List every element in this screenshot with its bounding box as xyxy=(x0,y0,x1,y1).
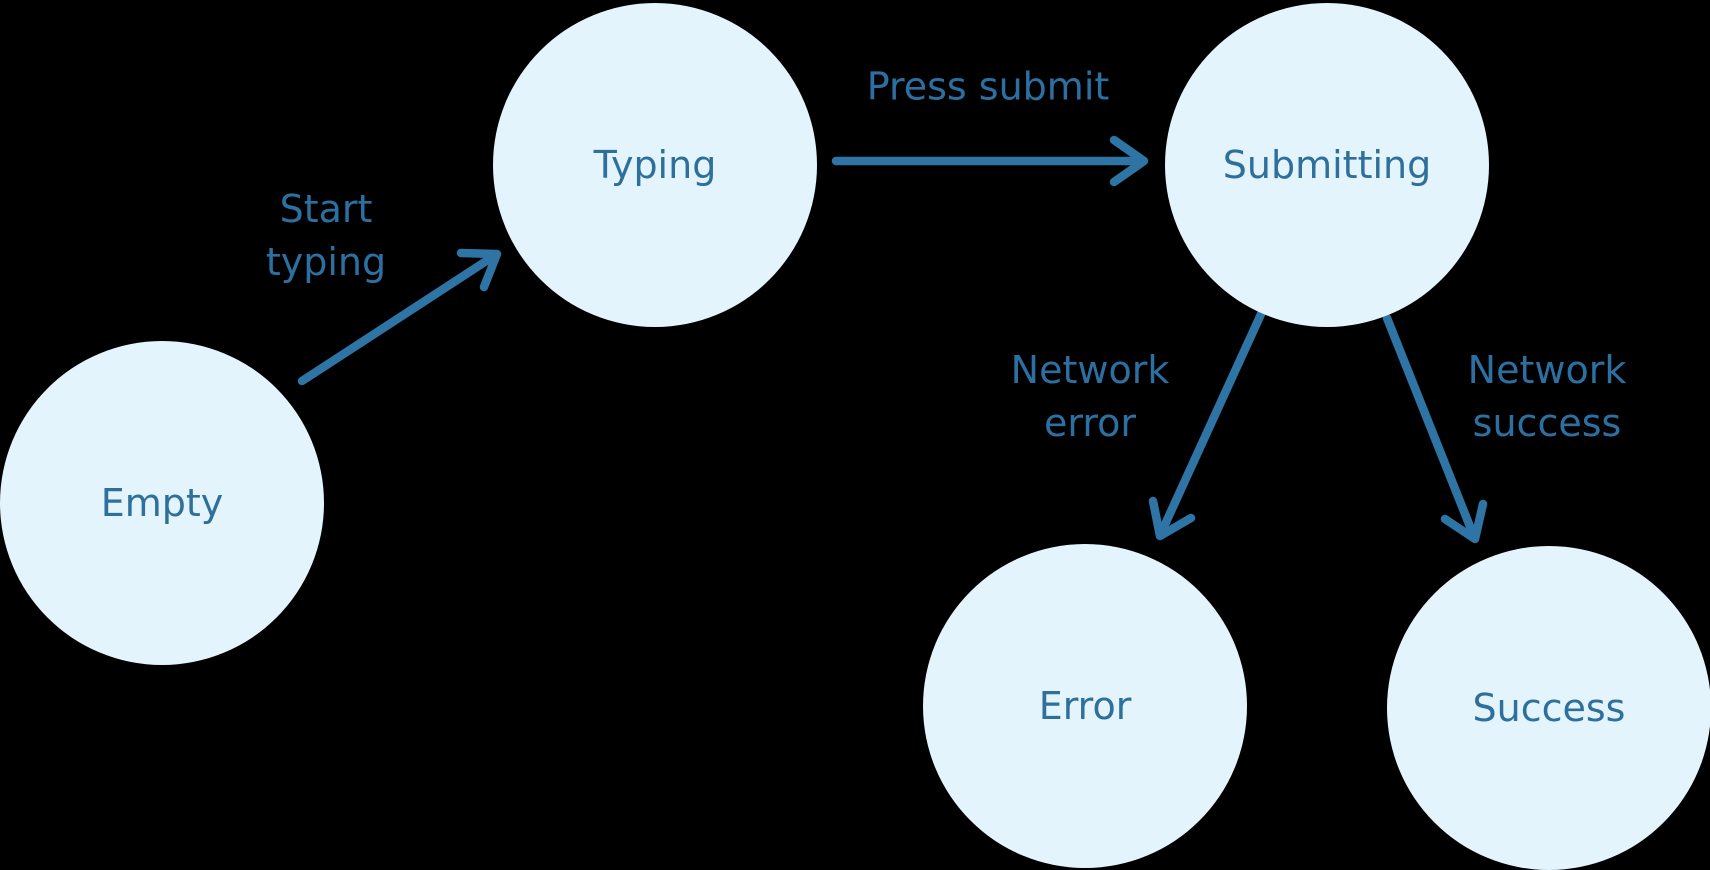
state-node-success-label: Success xyxy=(1472,686,1626,730)
edge-shaft-submitting-to-error xyxy=(1157,307,1267,536)
edge-shaft-submitting-to-success xyxy=(1382,313,1478,539)
state-node-submitting-label: Submitting xyxy=(1222,143,1432,187)
edge-label-network-success: Network success xyxy=(1467,347,1627,445)
state-node-error: Error xyxy=(923,544,1247,868)
state-node-success: Success xyxy=(1387,546,1710,870)
state-node-empty: Empty xyxy=(0,341,324,665)
edge-label-start-typing: Start typing xyxy=(265,186,387,284)
state-node-empty-label: Empty xyxy=(100,481,224,525)
edge-submitting-to-error xyxy=(1148,307,1267,541)
state-node-typing-label: Typing xyxy=(593,143,717,187)
edge-typing-to-submitting xyxy=(831,135,1149,187)
edge-label-press-submit: Press submit xyxy=(866,64,1110,109)
edge-arrowhead-empty-to-typing xyxy=(456,248,502,292)
edge-arrowhead-typing-to-submitting xyxy=(1109,135,1149,187)
edge-label-network-error: Network error xyxy=(1010,347,1170,445)
state-node-error-label: Error xyxy=(1038,684,1132,728)
state-node-typing: Typing xyxy=(493,3,817,327)
edge-arrowhead-submitting-to-success xyxy=(1440,499,1488,544)
edge-arrowhead-submitting-to-error xyxy=(1148,496,1196,541)
state-node-submitting: Submitting xyxy=(1165,3,1489,327)
